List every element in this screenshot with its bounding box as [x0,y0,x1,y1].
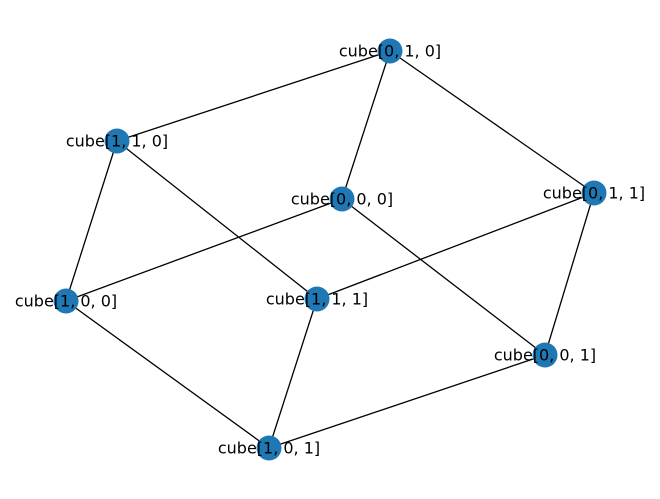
node-n001 [532,342,558,368]
node-label-n110: cube[1, 1, 0] [66,132,168,151]
node-n011 [581,180,607,206]
node-n000 [329,186,355,212]
node-label-n000: cube[0, 0, 0] [291,190,393,209]
node-label-n001: cube[0, 0, 1] [494,346,596,365]
edge-n111-n101 [268,298,318,449]
node-n111 [304,286,330,312]
edge-n100-n101 [65,300,270,449]
node-n110 [104,128,130,154]
node-n101 [256,435,282,461]
node-label-n010: cube[0, 1, 0] [339,42,441,61]
edge-n011-n001 [544,192,595,356]
nodes-layer [53,38,607,461]
node-n010 [377,38,403,64]
node-label-n111: cube[1, 1, 1] [266,290,368,309]
node-label-n011: cube[0, 1, 1] [543,184,645,203]
edge-n001-n101 [268,354,546,449]
edge-n010-n000 [341,50,391,200]
labels-layer: cube[0, 1, 0] cube[1, 1, 0] cube[0, 0, 0] c… [15,42,645,458]
edge-n010-n011 [389,50,595,194]
edges-layer [65,50,595,449]
edge-n000-n100 [65,198,343,302]
edge-n110-n100 [65,140,118,302]
edge-n010-n110 [116,50,391,142]
node-label-n101: cube[1, 0, 1] [218,439,320,458]
node-n100 [53,288,79,314]
edge-n110-n111 [116,140,318,300]
node-label-n100: cube[1, 0, 0] [15,292,117,311]
edge-n011-n111 [316,192,595,300]
edge-n000-n001 [341,198,546,356]
